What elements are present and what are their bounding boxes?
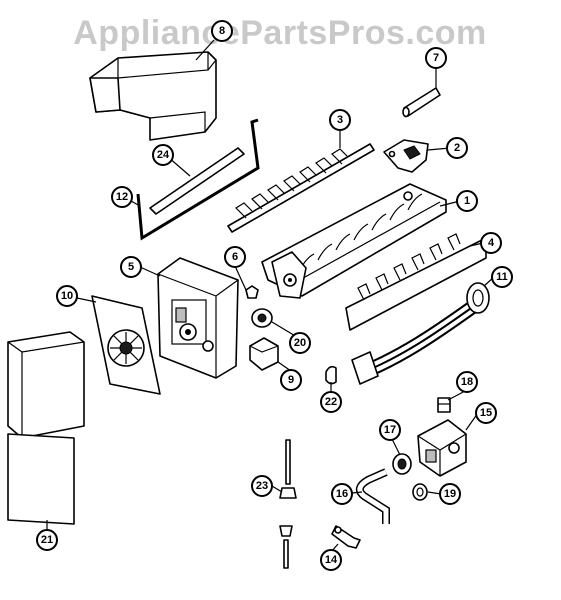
- part-tube-fitting[interactable]: [279, 439, 297, 569]
- svg-text:16: 16: [336, 488, 348, 500]
- svg-text:12: 12: [116, 191, 128, 203]
- part-shutoff-bracket[interactable]: [383, 139, 429, 173]
- callout-20: 20: [289, 332, 311, 354]
- svg-text:6: 6: [232, 251, 238, 263]
- svg-text:5: 5: [128, 261, 134, 273]
- callout-1: 1: [456, 190, 478, 212]
- callout-11: 11: [491, 266, 513, 288]
- callout-21: 21: [36, 529, 58, 551]
- callout-10: 10: [56, 285, 78, 307]
- callout-14: 14: [320, 549, 342, 571]
- callout-8: 8: [211, 20, 233, 42]
- part-tube[interactable]: [402, 87, 441, 118]
- part-mold[interactable]: [261, 183, 447, 299]
- callout-19: 19: [439, 483, 461, 505]
- svg-text:11: 11: [496, 271, 508, 283]
- svg-text:18: 18: [461, 376, 473, 388]
- callout-3: 3: [329, 109, 351, 131]
- callout-4: 4: [480, 232, 502, 254]
- svg-text:21: 21: [41, 534, 53, 546]
- part-thermostat[interactable]: [249, 337, 279, 371]
- callout-12: 12: [111, 186, 133, 208]
- callout-18: 18: [456, 371, 478, 393]
- svg-text:2: 2: [454, 142, 460, 154]
- part-clamp[interactable]: [331, 525, 361, 549]
- callout-7: 7: [425, 47, 447, 69]
- callout-15: 15: [475, 402, 497, 424]
- callout-16: 16: [331, 483, 353, 505]
- svg-text:17: 17: [384, 424, 396, 436]
- part-fill-cup[interactable]: [89, 51, 217, 141]
- svg-text:4: 4: [488, 237, 495, 249]
- svg-text:23: 23: [256, 480, 268, 492]
- part-cover-box[interactable]: [7, 331, 85, 439]
- part-wire-harness[interactable]: [351, 282, 490, 385]
- callout-22: 22: [320, 391, 342, 413]
- part-valve-fitting[interactable]: [437, 397, 451, 413]
- part-fill-tube[interactable]: [355, 468, 390, 524]
- svg-text:7: 7: [433, 52, 439, 64]
- part-clip[interactable]: [245, 285, 259, 299]
- callout-17: 17: [379, 419, 401, 441]
- part-water-valve[interactable]: [417, 419, 467, 477]
- svg-text:20: 20: [294, 337, 306, 349]
- part-insulation-pad[interactable]: [7, 433, 75, 525]
- part-stripper[interactable]: [345, 233, 487, 331]
- callout-2: 2: [446, 137, 468, 159]
- svg-text:8: 8: [219, 25, 225, 37]
- svg-text:3: 3: [337, 114, 343, 126]
- svg-text:10: 10: [61, 290, 73, 302]
- leader-lines: [46, 39, 495, 553]
- part-grommet[interactable]: [325, 365, 337, 385]
- part-washer[interactable]: [412, 483, 428, 501]
- svg-text:19: 19: [444, 488, 456, 500]
- part-nut[interactable]: [392, 453, 412, 475]
- svg-text:24: 24: [157, 149, 170, 161]
- part-motor[interactable]: [251, 308, 273, 328]
- part-ejector-blade[interactable]: [227, 143, 375, 233]
- part-control-housing[interactable]: [157, 257, 239, 379]
- part-shaft-rod[interactable]: [149, 147, 245, 215]
- callout-23: 23: [251, 475, 273, 497]
- callout-9: 9: [280, 369, 302, 391]
- svg-text:22: 22: [325, 396, 337, 408]
- part-front-cover[interactable]: [91, 295, 161, 395]
- watermark-text: AppliancePartsPros.com: [73, 14, 486, 52]
- svg-text:9: 9: [288, 374, 294, 386]
- part-heater-wire[interactable]: [136, 118, 260, 241]
- callout-24: 24: [152, 144, 174, 166]
- callout-5: 5: [120, 256, 142, 278]
- svg-text:1: 1: [464, 195, 470, 207]
- svg-text:14: 14: [325, 554, 338, 566]
- callout-6: 6: [224, 246, 246, 268]
- svg-text:15: 15: [480, 407, 492, 419]
